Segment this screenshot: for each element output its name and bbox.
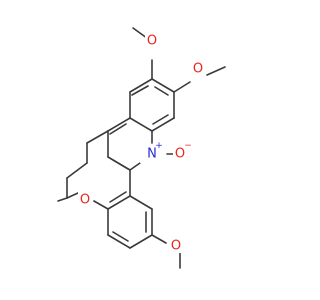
n-oxide-oxygen-label: O bbox=[175, 147, 185, 162]
bond-o-bottom bbox=[151, 234, 167, 244]
bond-r2-d bbox=[129, 162, 141, 171]
bond-r1-b bbox=[129, 78, 153, 93]
bond-r4-g bbox=[129, 195, 153, 210]
bond-r1-d bbox=[129, 117, 153, 132]
bond-o-pyran-link bbox=[93, 200, 109, 210]
n-oxide-oxygen-charge: − bbox=[184, 141, 192, 151]
molecule-diagram: O O N + O − O O bbox=[57, 27, 226, 269]
bond-r4-d bbox=[107, 234, 131, 249]
bond-r4-d2 bbox=[112, 231, 129, 242]
bond-o-right bbox=[173, 81, 191, 93]
oxygen-label-top: O bbox=[147, 34, 157, 49]
bond-r3-a bbox=[86, 130, 109, 144]
bond-r2-a bbox=[107, 117, 131, 132]
pyran-oxygen-label: O bbox=[80, 193, 90, 208]
nitrogen-label: N bbox=[147, 147, 157, 162]
bond-r1-e bbox=[151, 117, 175, 132]
bond-r1-g2 bbox=[154, 86, 169, 96]
bond-r1-g bbox=[151, 78, 175, 93]
bond-o-pyran-ring bbox=[66, 192, 79, 199]
bond-r4-e bbox=[129, 234, 153, 249]
oxygen-label-bottom: O bbox=[171, 239, 181, 254]
oxygen-label-right: O bbox=[193, 62, 203, 77]
bond-r1-b2 bbox=[131, 85, 149, 96]
bond-r4-b2 bbox=[109, 191, 127, 203]
bond-methyl-right bbox=[206, 66, 226, 76]
bond-r3-e bbox=[57, 197, 68, 202]
structure-canvas: O O N + O − O O bbox=[57, 27, 226, 269]
nitrogen-charge: + bbox=[155, 141, 163, 151]
bond-r3-c bbox=[66, 162, 88, 179]
bond-r1-e2 bbox=[152, 114, 169, 125]
bond-r2-c2 bbox=[112, 159, 129, 170]
bond-r4-b bbox=[107, 195, 131, 210]
bond-r2-a2 bbox=[109, 123, 127, 135]
